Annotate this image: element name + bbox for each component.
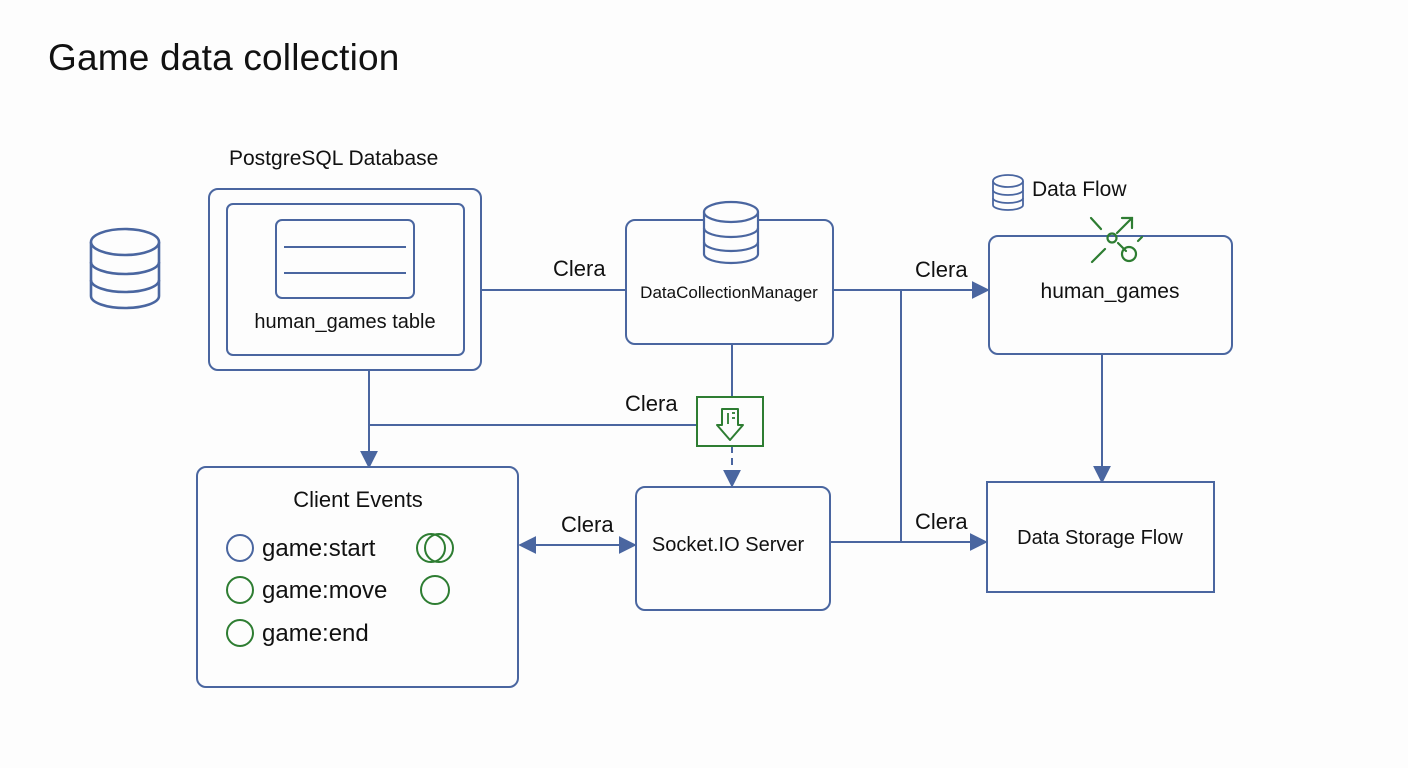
client-events-title: Client Events (293, 487, 423, 512)
event-row: game:move (226, 575, 450, 605)
human-games-node[interactable] (988, 235, 1233, 355)
data-storage-node[interactable] (986, 481, 1215, 593)
connectors (360, 281, 1111, 554)
database-icon (89, 227, 161, 310)
circle-blue-icon (226, 534, 254, 562)
edge-label-manager-human-games: Clera (915, 257, 968, 282)
socket-server-label: Socket.IO Server (652, 534, 805, 556)
edge-label-client-socket: Clera (561, 512, 614, 537)
database-icon (992, 174, 1024, 211)
manager-label: DataCollectionManager (640, 283, 818, 302)
client-events-node[interactable] (196, 466, 519, 688)
socket-server-node[interactable] (635, 486, 831, 611)
human-games-label: human_games (1041, 280, 1180, 303)
event-label: game:move (262, 577, 387, 604)
circle-green-icon (420, 575, 450, 605)
satellite-dish-icon (1089, 216, 1144, 264)
circle-green-icon (226, 576, 254, 604)
event-label: game:start (262, 535, 376, 562)
event-row: game:start (226, 533, 454, 563)
download-icon (696, 396, 764, 447)
postgres-caption: PostgreSQL Database (229, 147, 438, 170)
table-icon (275, 219, 415, 299)
page-title: Game data collection (48, 37, 400, 78)
data-flow-caption: Data Flow (1032, 178, 1127, 201)
edge-label-postgres-manager: Clera (553, 256, 606, 281)
postgres-table-label: human_games table (254, 311, 435, 333)
postgres-inner-frame (226, 203, 465, 356)
circle-green-icon (226, 619, 254, 647)
event-row: game:end (226, 619, 369, 647)
event-label: game:end (262, 620, 369, 647)
database-icon (702, 200, 760, 265)
circle-green-icon (416, 533, 446, 563)
circle-green-icon (424, 533, 454, 563)
edge-label-manager-socket: Clera (625, 391, 678, 416)
postgres-node[interactable] (208, 188, 482, 371)
edge-label-socket-storage: Clera (915, 509, 968, 534)
data-storage-label: Data Storage Flow (1017, 527, 1183, 549)
